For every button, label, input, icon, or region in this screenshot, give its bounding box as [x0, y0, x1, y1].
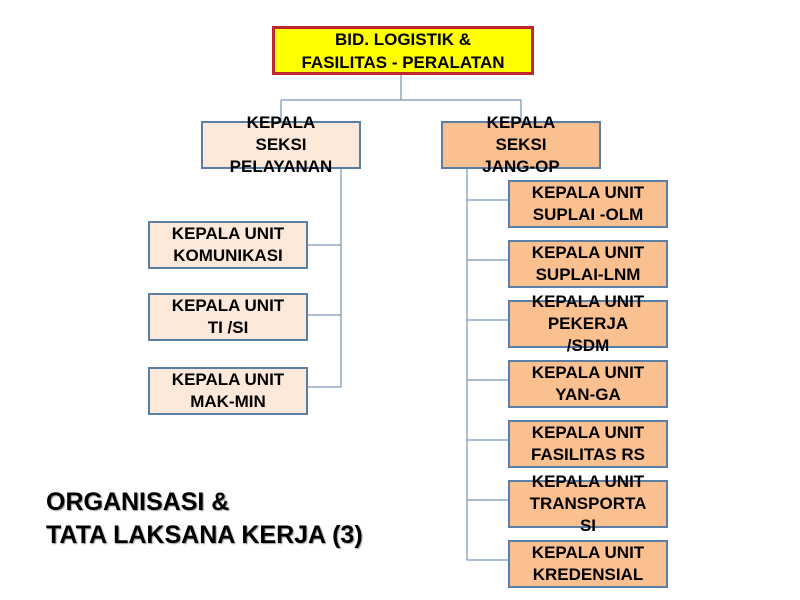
org-box-line: TI /SI [207, 318, 249, 337]
org-box-line: KEPALA UNIT [531, 292, 645, 311]
org-box-unit-makmin: KEPALA UNIT MAK-MIN [148, 367, 308, 415]
org-box-line: KEPALA UNIT [531, 363, 645, 382]
org-box-line: /SDM [566, 336, 610, 355]
org-box-line: FASILITAS - PERALATAN [301, 52, 505, 72]
org-box-line: KEPALA UNIT [531, 423, 645, 442]
org-box-unit-kredensial: KEPALA UNIT KREDENSIAL [508, 540, 668, 588]
org-box-line: KEPALA [486, 113, 556, 132]
slide-title-line: TATA LAKSANA KERJA (3) [46, 521, 363, 549]
org-box-line: MAK-MIN [190, 392, 266, 411]
org-box-line: JANG-OP [482, 157, 560, 176]
org-box-line: KEPALA UNIT [171, 370, 285, 389]
slide-title-line: ORGANISASI & [46, 488, 230, 516]
org-box-unit-tisi: KEPALA UNIT TI /SI [148, 293, 308, 341]
org-box-unit-transportasi: KEPALA UNIT TRANSPORTA SI [508, 472, 668, 535]
org-box-line: SEKSI [255, 135, 307, 154]
org-box-unit-pekerja-sdm: KEPALA UNIT PEKERJA /SDM [508, 292, 668, 355]
org-box-unit-komunikasi: KEPALA UNIT KOMUNIKASI [148, 221, 308, 269]
org-box-line: TRANSPORTA [529, 494, 647, 513]
org-box-line: KEPALA UNIT [531, 243, 645, 262]
org-box-line: KEPALA [246, 113, 316, 132]
org-box-bid-logistik: BID. LOGISTIK & FASILITAS - PERALATAN [272, 26, 534, 75]
org-box-line: PELAYANAN [229, 157, 333, 176]
org-box-line: KEPALA UNIT [531, 472, 645, 491]
org-box-line: KEPALA UNIT [171, 296, 285, 315]
org-box-line: SUPLAI-LNM [535, 265, 641, 284]
org-box-unit-suplai-lnm: KEPALA UNIT SUPLAI-LNM [508, 240, 668, 288]
org-box-line: YAN-GA [555, 385, 621, 404]
org-box-line: KREDENSIAL [532, 565, 644, 584]
org-box-unit-yan-ga: KEPALA UNIT YAN-GA [508, 360, 668, 408]
org-box-line: KOMUNIKASI [173, 246, 283, 265]
org-box-line: PEKERJA [547, 314, 629, 333]
org-box-line: SEKSI [495, 135, 547, 154]
org-box-unit-suplai-olm: KEPALA UNIT SUPLAI -OLM [508, 180, 668, 228]
org-box-line: FASILITAS RS [531, 445, 645, 464]
org-box-line: BID. LOGISTIK & [335, 29, 471, 49]
org-box-line: SUPLAI -OLM [532, 205, 644, 224]
org-box-line: KEPALA UNIT [531, 543, 645, 562]
org-box-unit-fasilitas-rs: KEPALA UNIT FASILITAS RS [508, 420, 668, 468]
slide-title: ORGANISASI & TATA LAKSANA KERJA (3) [46, 486, 363, 552]
org-box-seksi-jangop: KEPALA SEKSI JANG-OP [441, 113, 601, 176]
org-box-line: SI [579, 516, 597, 535]
org-box-line: KEPALA UNIT [531, 183, 645, 202]
org-box-line: KEPALA UNIT [171, 224, 285, 243]
org-box-seksi-pelayanan: KEPALA SEKSI PELAYANAN [201, 113, 361, 176]
